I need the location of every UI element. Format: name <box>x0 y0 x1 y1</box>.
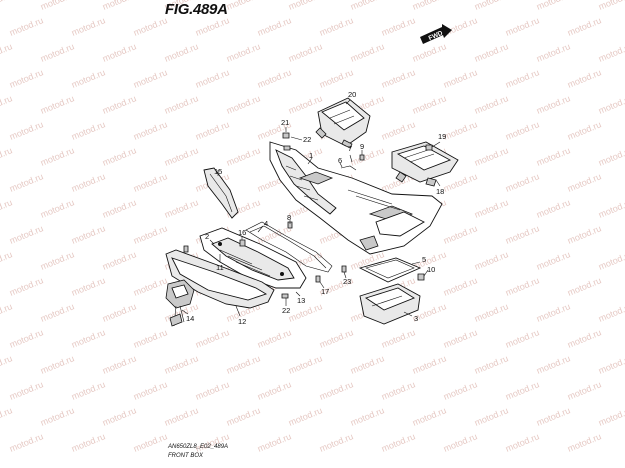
callout-8: 8 <box>287 213 291 222</box>
part-12-lower-cover <box>165 249 275 309</box>
callout-18: 18 <box>436 187 444 196</box>
callout-22-bottom: 22 <box>282 306 290 315</box>
callout-9: 9 <box>360 142 364 151</box>
callout-19: 19 <box>438 132 446 141</box>
callout-21: 21 <box>281 118 289 127</box>
part-1-inner-panel <box>269 141 443 255</box>
fwd-label: FWD <box>428 30 445 43</box>
watermark-text: motod.ru <box>411 0 448 12</box>
part-4-seal <box>245 221 333 273</box>
callout-6: 6 <box>338 156 342 165</box>
callout-17: 17 <box>321 287 329 296</box>
callout-23: 23 <box>343 277 351 286</box>
watermark-text: motod.ru <box>39 0 76 12</box>
callout-10: 10 <box>427 265 435 274</box>
watermark-text: motod.ru <box>473 0 510 12</box>
watermark-text: motod.ru <box>225 0 262 12</box>
figure-code: AN650ZL8_E02_489A <box>168 444 229 450</box>
callout-5: 5 <box>422 255 426 264</box>
callout-3: 3 <box>414 314 418 323</box>
figure-caption: FRONT BOX <box>168 453 204 459</box>
callout-7: 7 <box>348 144 352 153</box>
watermark-text: motod.ru <box>163 0 200 12</box>
part-20-cover <box>315 97 371 149</box>
callout-20: 20 <box>348 90 356 99</box>
figure-title: FIG.489A <box>165 1 228 18</box>
watermark-text: motod.ru <box>597 0 625 12</box>
callout-4: 4 <box>264 219 268 228</box>
callout-12: 12 <box>238 317 246 326</box>
part-3-tray <box>359 283 421 325</box>
callout-16: 16 <box>238 228 246 237</box>
part-14-lock <box>165 279 195 327</box>
callout-22-top: 22 <box>303 135 311 144</box>
part-15-trim <box>203 167 239 219</box>
watermark-text: motod.ru <box>535 0 572 12</box>
fwd-arrow-icon: FWD <box>420 24 452 44</box>
callout-1: 1 <box>309 151 313 160</box>
part-5-gasket <box>358 257 422 283</box>
watermark-text: motod.ru <box>349 0 386 12</box>
callout-labels: 20 21 22 6 7 9 19 18 1 15 4 8 16 2 11 13… <box>186 90 446 326</box>
callout-15: 15 <box>214 167 222 176</box>
part-18-lid <box>391 141 459 187</box>
watermark-text: motod.ru <box>101 0 138 12</box>
fasteners <box>183 132 433 299</box>
part-2-frame <box>199 227 307 289</box>
callout-2: 2 <box>205 232 209 241</box>
callout-11: 11 <box>216 263 224 272</box>
leader-lines <box>181 99 441 317</box>
watermark-text: motod.ru <box>287 0 324 12</box>
callout-14: 14 <box>186 314 194 323</box>
callout-13: 13 <box>297 296 305 305</box>
